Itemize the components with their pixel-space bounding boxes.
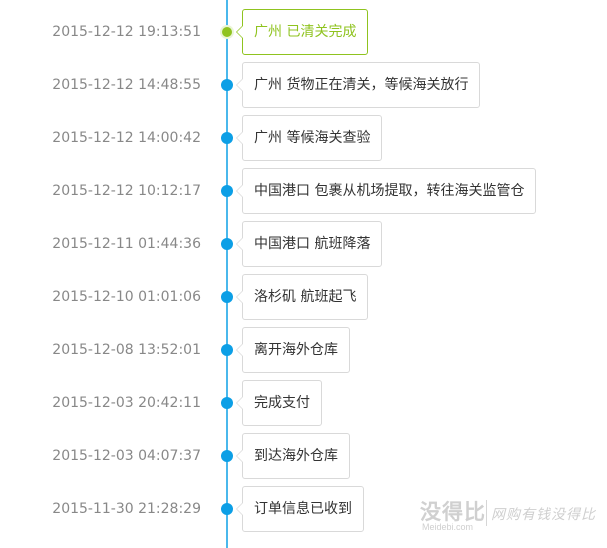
latest-status-dot [220,25,234,39]
entry-time: 2015-11-30 21:28:29 [52,501,201,517]
entry-time: 2015-12-11 01:44:36 [52,236,201,252]
status-dot [221,185,233,197]
entry-status: 广州 已清关完成 [235,9,369,55]
timeline-entry: 2015-11-30 21:28:29 订单信息已收到 [0,486,607,532]
entry-time: 2015-12-08 13:52:01 [52,342,201,358]
status-dot [221,291,233,303]
timeline-entry: 2015-12-03 20:42:11 完成支付 [0,380,607,426]
timeline-entry: 2015-12-08 13:52:01 离开海外仓库 [0,327,607,373]
entry-time: 2015-12-12 10:12:17 [52,183,201,199]
status-dot [221,79,233,91]
timeline-entry: 2015-12-11 01:44:36 中国港口 航班降落 [0,221,607,267]
watermark-logo: 没得比 [420,499,486,524]
timeline-entry: 2015-12-12 10:12:17 中国港口 包裹从机场提取，转往海关监管仓 [0,168,607,214]
entry-status: 洛杉矶 航班起飞 [235,274,369,320]
timeline-entry: 2015-12-12 14:00:42 广州 等候海关查验 [0,115,607,161]
timeline-entry: 2015-12-03 04:07:37 到达海外仓库 [0,433,607,479]
entry-status: 到达海外仓库 [236,433,350,479]
watermark: 没得比 Meidebi.com 网购有钱没得比 [420,496,605,542]
status-dot [221,238,233,250]
entry-time: 2015-12-03 20:42:11 [52,395,201,411]
entry-time: 2015-12-10 01:01:06 [52,289,201,305]
entry-status: 完成支付 [236,380,322,426]
entry-status: 广州 等候海关查验 [235,115,383,161]
status-dot [221,503,233,515]
timeline-entry: 2015-12-12 14:48:55 广州 货物正在清关，等候海关放行 [0,62,607,108]
timeline-line [226,0,228,548]
status-dot [221,450,233,462]
entry-status: 中国港口 包裹从机场提取，转往海关监管仓 [235,168,537,214]
entry-time: 2015-12-12 14:48:55 [52,77,201,93]
timeline-entry: 2015-12-12 19:13:51 广州 已清关完成 [0,9,607,55]
status-dot [221,344,233,356]
entry-status: 订单信息已收到 [236,486,364,532]
entry-status: 离开海外仓库 [236,327,350,373]
entry-time: 2015-12-03 04:07:37 [52,448,201,464]
status-dot [221,397,233,409]
entry-status: 中国港口 航班降落 [235,221,383,267]
watermark-domain: Meidebi.com [422,522,474,532]
status-dot [221,132,233,144]
watermark-divider [486,500,487,526]
timeline-entry: 2015-12-10 01:01:06 洛杉矶 航班起飞 [0,274,607,320]
entry-time: 2015-12-12 19:13:51 [52,24,201,40]
entry-status: 广州 货物正在清关，等候海关放行 [235,62,481,108]
entry-time: 2015-12-12 14:00:42 [52,130,201,146]
watermark-slogan: 网购有钱没得比 [491,507,596,523]
